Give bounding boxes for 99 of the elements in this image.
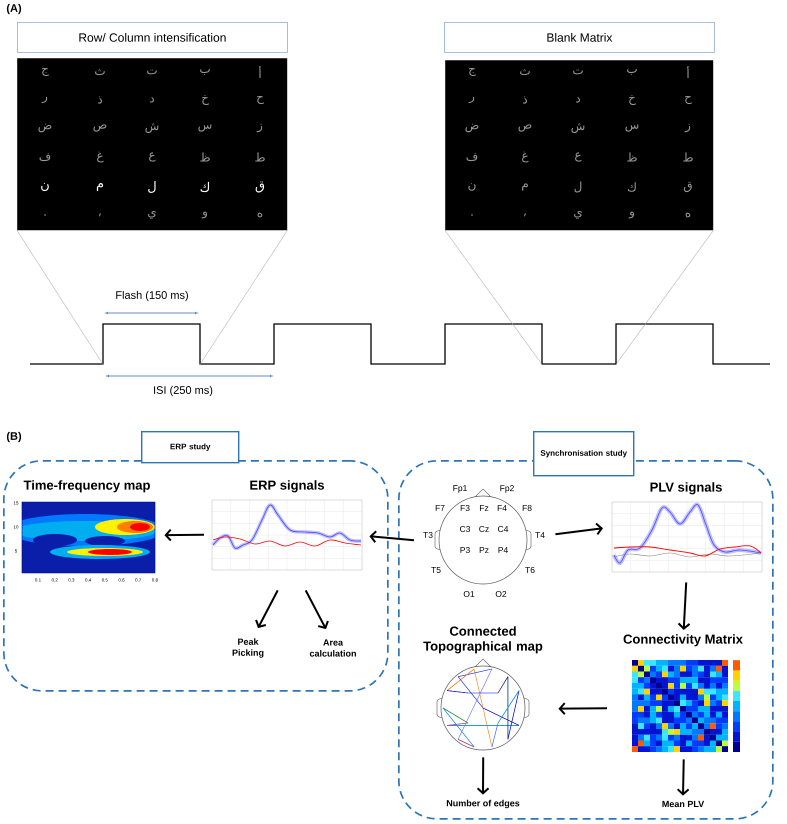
matrix-letter: ه <box>686 212 690 218</box>
matrix-letter: خ <box>629 95 636 105</box>
heading-box: Row/ Column intensification <box>17 22 288 53</box>
node-title: Connected Topographical map <box>423 626 542 654</box>
matrix-letter: ض <box>466 124 478 132</box>
matrix-letter: ط <box>683 152 693 162</box>
matrix-letter: ج <box>42 68 49 76</box>
matrix-letter: م <box>96 183 104 191</box>
matrix-letter: ج <box>469 68 476 76</box>
panel-label: (B) <box>6 432 22 442</box>
matrix-letter: ن <box>468 183 476 191</box>
electrode-label: Fp2 <box>500 485 514 493</box>
matrix-letter: غ <box>522 152 528 162</box>
node-title: PLV signals <box>650 482 722 494</box>
zoom-line <box>444 230 542 365</box>
arrow <box>678 582 690 630</box>
arrow <box>304 590 329 630</box>
matrix-letter: ص <box>94 124 106 132</box>
matrix-letter: ن <box>41 182 49 192</box>
matrix-letter: ر <box>42 96 48 104</box>
matrix-letter: ك <box>628 182 636 192</box>
matrix-letter: ل <box>574 182 582 192</box>
matrix-letter: ع <box>575 152 582 162</box>
dimension-label: ISI (250 ms) <box>154 386 212 396</box>
matrix-letter: ع <box>149 152 156 162</box>
pulse-waveform <box>30 323 770 365</box>
matrix-letter: ظ <box>200 152 210 162</box>
result-label: Number of edges <box>446 800 520 808</box>
matrix-letter: , <box>99 214 101 216</box>
matrix-letter: , <box>524 214 526 216</box>
arrow <box>164 528 204 542</box>
matrix-letter: ظ <box>627 152 637 162</box>
electrode-label: T3 <box>423 532 433 538</box>
arrow <box>558 702 608 715</box>
matrix-letter: ي <box>574 211 582 219</box>
matrix-letter: أ <box>686 66 689 78</box>
matrix-letter: ذ <box>523 96 527 104</box>
electrode-label: O1 <box>464 591 474 597</box>
arrow <box>369 530 414 543</box>
matrix-letter: ه <box>258 212 262 218</box>
matrix-letter: س <box>198 124 212 132</box>
matrix-letter: ب <box>627 69 637 75</box>
matrix-letter: خ <box>202 95 209 105</box>
dimension-label: Flash (150 ms) <box>116 290 188 302</box>
matrix-letter: غ <box>97 152 104 162</box>
matrix-letter: ي <box>148 211 156 219</box>
matrix-letter: م <box>522 183 528 191</box>
matrix-letter: د <box>576 97 580 103</box>
node-title: Connectivity Matrix <box>624 634 743 646</box>
electrode-label: T6 <box>525 567 535 573</box>
matrix-letter: ص <box>518 124 532 132</box>
matrix-letter: ل <box>148 181 156 193</box>
matrix-letter: و <box>628 212 634 218</box>
matrix-letter: أ <box>258 66 261 78</box>
group-heading: Synchronisation study <box>533 431 634 476</box>
zoom-line <box>200 230 288 365</box>
arrow <box>555 522 603 536</box>
matrix-letter: . <box>44 214 46 216</box>
matrix-letter: ز <box>256 124 262 132</box>
electrode-label: O2 <box>496 591 506 597</box>
electrode-label: Fp1 <box>453 485 467 493</box>
matrix-letter: ح <box>257 96 264 104</box>
matrix-letter: س <box>625 124 638 132</box>
matrix-letter: ف <box>40 152 50 162</box>
matrix-letter: ق <box>256 181 264 192</box>
zoom-line <box>16 230 104 365</box>
matrix-letter: د <box>150 97 154 103</box>
matrix-letter: ت <box>573 70 583 74</box>
node-title: Time-frequency map <box>24 480 150 492</box>
panel-label: (A) <box>6 4 22 14</box>
group-heading: ERP study <box>141 431 240 464</box>
matrix-letter: ت <box>147 70 157 74</box>
matrix-letter: ز <box>684 124 690 132</box>
heading-box: Blank Matrix <box>444 22 715 53</box>
matrix-letter: ش <box>571 123 584 133</box>
matrix-letter: ر <box>468 96 474 104</box>
matrix-letter: ح <box>685 96 692 104</box>
matrix-letter: . <box>471 214 473 216</box>
matrix-letter: ث <box>520 68 530 76</box>
node-title: ERP signals <box>250 480 324 492</box>
matrix-letter: ش <box>145 123 158 133</box>
matrix-letter: ط <box>255 152 265 162</box>
result-label: Mean PLV <box>662 800 704 808</box>
arrow <box>476 757 490 795</box>
arrow <box>676 759 690 796</box>
matrix-letter: ك <box>200 182 210 192</box>
electrode-label: T4 <box>535 532 545 538</box>
matrix-letter: ث <box>95 68 105 76</box>
matrix-letter: ذ <box>98 96 102 104</box>
arrow <box>255 590 279 628</box>
matrix-letter: ق <box>684 182 692 192</box>
matrix-letter: ف <box>466 152 478 162</box>
matrix-letter: و <box>202 212 207 218</box>
result-label: Area calculation <box>310 639 356 657</box>
matrix-letter: ض <box>38 124 52 132</box>
zoom-line <box>616 230 714 365</box>
matrix-letter: ب <box>200 69 210 75</box>
electrode-label: T5 <box>431 567 441 573</box>
result-label: Peak Picking <box>232 638 264 658</box>
